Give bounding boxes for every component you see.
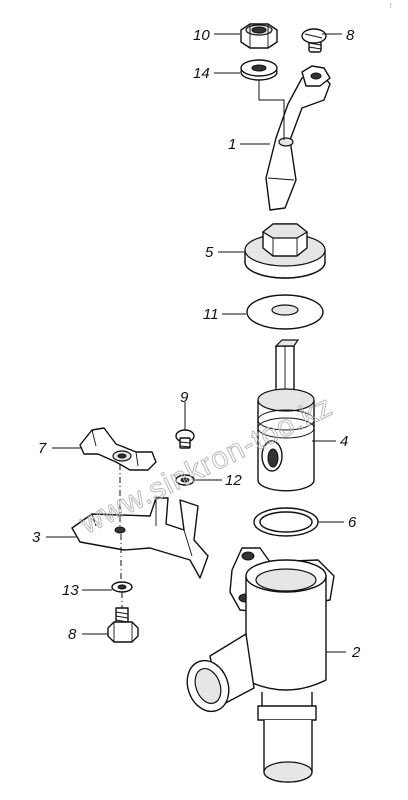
callout-14: 14: [193, 65, 210, 82]
corner-mark: f: [390, 4, 392, 10]
callout-12: 12: [225, 472, 242, 489]
callout-13: 13: [62, 582, 79, 599]
part-6-oring: [253, 507, 319, 537]
part-13-washer: [111, 581, 133, 593]
part-4-valve-plug: [257, 339, 315, 492]
callout-5: 5: [205, 244, 214, 261]
part-14-washer: [240, 59, 278, 81]
part-10-nut: [240, 23, 278, 49]
callout-3: 3: [32, 529, 41, 546]
callout-8-bottom: 8: [68, 626, 77, 643]
part-8-bolt-bottom: [107, 607, 139, 643]
callout-4: 4: [340, 433, 348, 450]
part-5-plug: [244, 223, 326, 279]
callout-1: 1: [228, 136, 236, 153]
part-2-housing: [186, 547, 335, 783]
part-8-screw-top: [301, 28, 327, 53]
callout-9: 9: [180, 389, 189, 406]
callout-7: 7: [38, 440, 47, 457]
part-11-washer: [246, 294, 324, 330]
part-12-lockwasher: [175, 474, 195, 486]
part-7-clamp: [79, 427, 157, 471]
part-9-screw: [175, 402, 195, 449]
callout-6: 6: [348, 514, 357, 531]
part-1-lever: [265, 65, 331, 211]
callout-11: 11: [203, 306, 219, 323]
callout-2: 2: [351, 644, 361, 661]
callout-10: 10: [193, 27, 210, 44]
callout-8-top: 8: [346, 27, 355, 44]
part-3-bracket: [71, 497, 209, 579]
